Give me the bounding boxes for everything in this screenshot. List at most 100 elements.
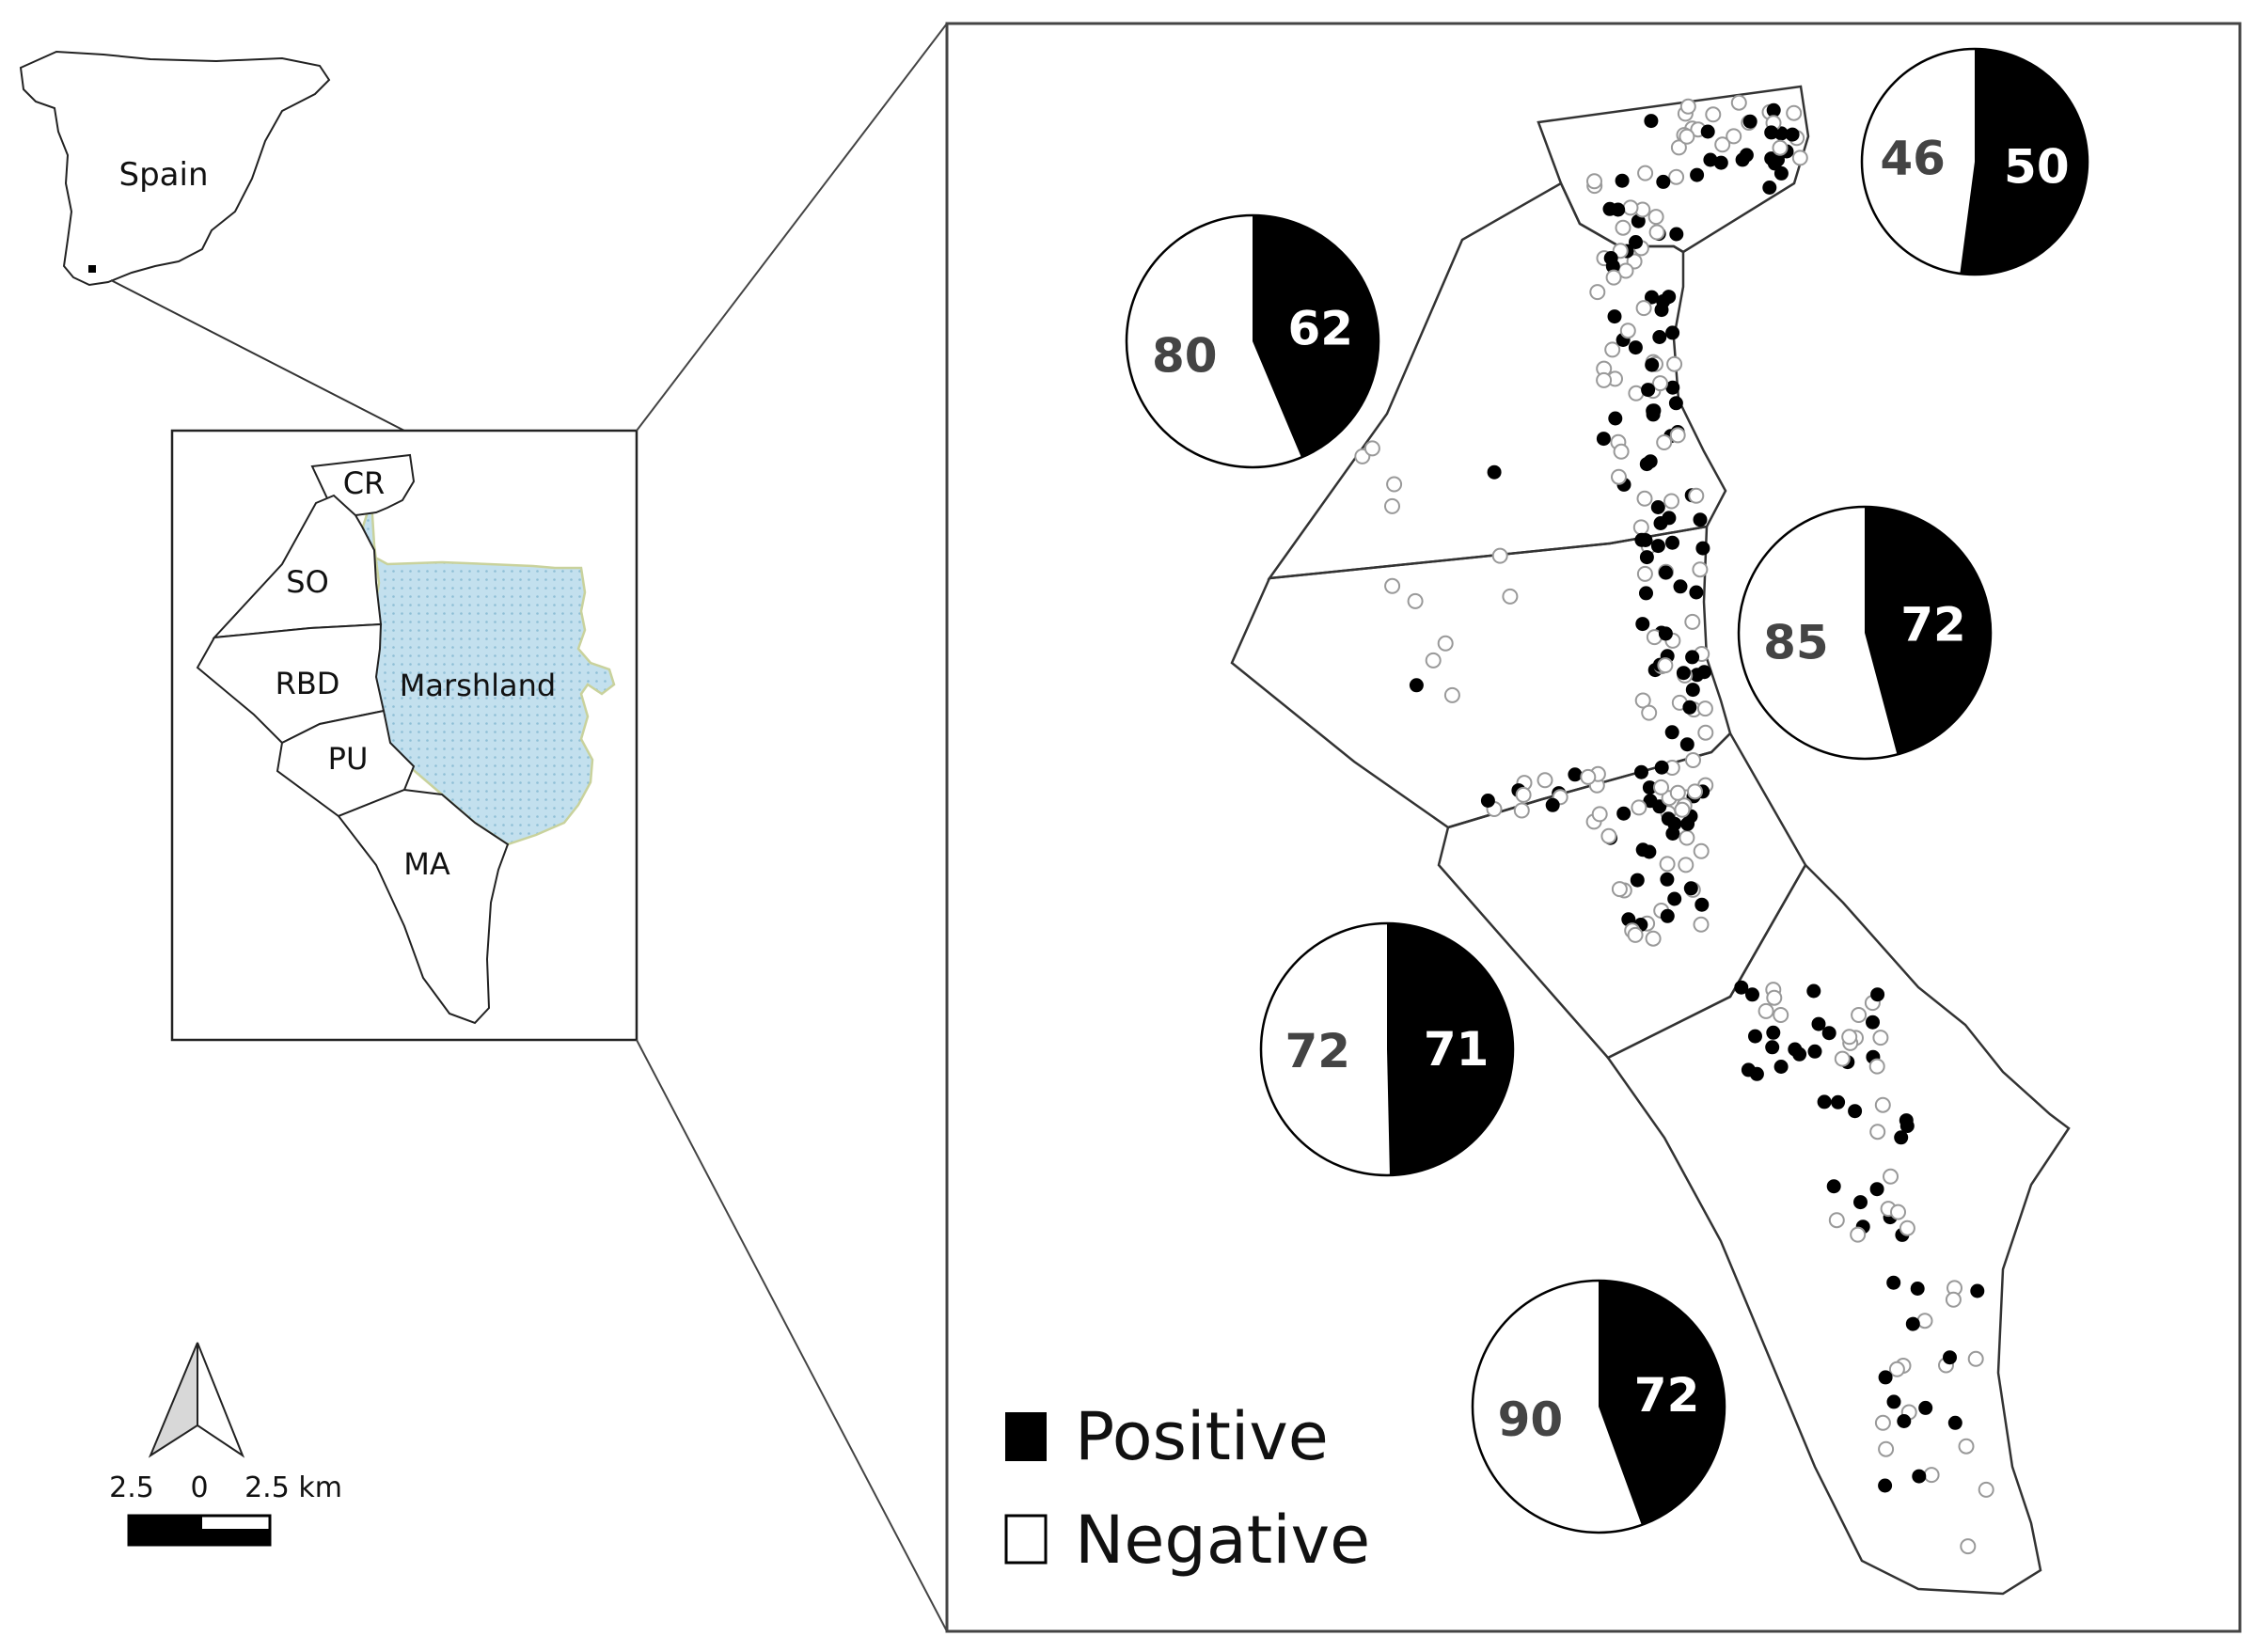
sample-point-positive [1886,1275,1901,1290]
sample-point-negative [1874,1414,1891,1431]
sample-point-positive [1545,797,1560,812]
sample-point-negative [1632,519,1649,536]
sample-point-negative [1692,561,1709,578]
sample-point-negative [1678,857,1694,873]
sample-point-negative [1631,799,1647,816]
legend-positive-label: Positive [1075,1398,1329,1475]
scale-left-label: 2.5 [109,1471,154,1504]
label-marshland: Marshland [400,668,556,703]
sample-point-positive [1910,1282,1925,1296]
sample-point-negative [1687,783,1703,800]
sample-point-positive [1665,535,1679,550]
sample-point-positive [1897,1414,1912,1428]
sample-point-negative [1622,199,1639,216]
sample-point-positive [1696,665,1711,680]
sample-point-negative [1868,1058,1885,1075]
sample-point-positive [1660,908,1675,923]
sample-point-negative [1666,355,1683,372]
sample-point-positive [1870,987,1885,1002]
sample-point-negative [1635,300,1652,317]
sample-point-positive [1685,683,1700,698]
sample-point-negative [1958,1438,1975,1455]
sample-point-positive [1615,173,1630,188]
sample-point-positive [1629,235,1643,249]
sample-point-positive [1643,794,1658,809]
sample-point-positive [1642,844,1657,859]
sample-point-negative [1652,375,1668,392]
sample-point-positive [1762,181,1777,195]
label-rbd: RBD [276,666,340,701]
sample-point-positive [1785,127,1800,142]
sample-point-positive [1894,1130,1909,1145]
sample-point-negative [1537,772,1553,789]
sample-point-negative [1645,930,1662,947]
sample-point-negative [1648,224,1665,241]
sample-point-positive [1630,873,1645,888]
sample-point-positive [1947,1415,1962,1430]
sample-point-negative [1916,1313,1933,1329]
sample-point-negative [1978,1481,1994,1498]
sample-point-negative [1967,1350,1984,1367]
sample-point-negative [1679,98,1696,115]
sample-point-negative [1766,989,1783,1006]
sample-point-positive [1409,678,1424,693]
scale-bar: 2.5 0 2.5 km [109,1471,342,1547]
sample-point-positive [1848,1104,1863,1119]
pie-negative-label: 90 [1498,1392,1564,1447]
pie-positive-slice [1253,215,1379,458]
pie-negative-label: 46 [1880,132,1946,186]
sample-point-negative [1611,468,1627,485]
sample-point-negative [1656,434,1673,450]
sample-point-positive [1628,340,1643,355]
sample-point-negative [1834,1050,1851,1067]
sample-point-negative [1960,1538,1977,1555]
study-area-marker [88,265,96,273]
sample-point-negative [1615,219,1631,236]
sample-point-positive [1656,174,1671,189]
sample-point-positive [1748,1029,1762,1044]
pie-positive-slice [1599,1281,1725,1525]
sample-point-positive [1811,1016,1826,1031]
pie-positive-label: 62 [1287,301,1353,355]
sample-point-negative [1586,173,1602,190]
sample-point-negative [1730,94,1747,111]
sample-point-positive [1831,1094,1846,1109]
sample-point-negative [1407,592,1424,609]
sample-point-positive [1641,383,1656,398]
sample-point-positive [1912,1469,1927,1484]
sample-point-positive [1734,980,1749,995]
sample-point-negative [1841,1029,1858,1046]
sample-point-positive [1652,330,1667,344]
sample-point-negative [1773,1007,1789,1023]
region-ma-inset [337,788,510,1025]
sample-point-negative [1668,168,1685,185]
sample-point-negative [1688,487,1705,504]
sample-point-positive [1669,227,1684,242]
sample-point-negative [1874,1096,1891,1113]
sample-point-positive [1741,1062,1756,1078]
sample-point-positive [1639,457,1654,472]
legend: Positive Negative [1004,1398,1370,1579]
sample-point-positive [1654,760,1669,775]
sample-point-negative [1772,139,1789,156]
sample-point-positive [1673,579,1688,594]
sample-point-negative [1685,752,1701,768]
sample-point-negative [1619,323,1636,339]
sample-point-positive [1694,897,1710,912]
sample-point-negative [1872,1030,1889,1046]
sample-point-negative [1634,692,1651,709]
pie-negative-label: 80 [1152,329,1218,384]
sample-point-positive [1817,1094,1832,1109]
sample-point-negative [1697,724,1714,741]
sample-point-negative [1679,829,1695,846]
sample-point-positive [1703,152,1718,167]
sample-point-positive [1659,565,1673,580]
sample-point-negative [1828,1212,1845,1229]
legend-negative-swatch [1004,1514,1048,1565]
pie-negative-label: 85 [1763,616,1829,670]
sample-point-negative [1491,547,1508,564]
legend-positive-swatch [1005,1412,1047,1461]
sample-point-negative [1674,801,1691,818]
sample-point-positive [1899,1119,1915,1133]
sample-point-negative [1696,700,1713,717]
